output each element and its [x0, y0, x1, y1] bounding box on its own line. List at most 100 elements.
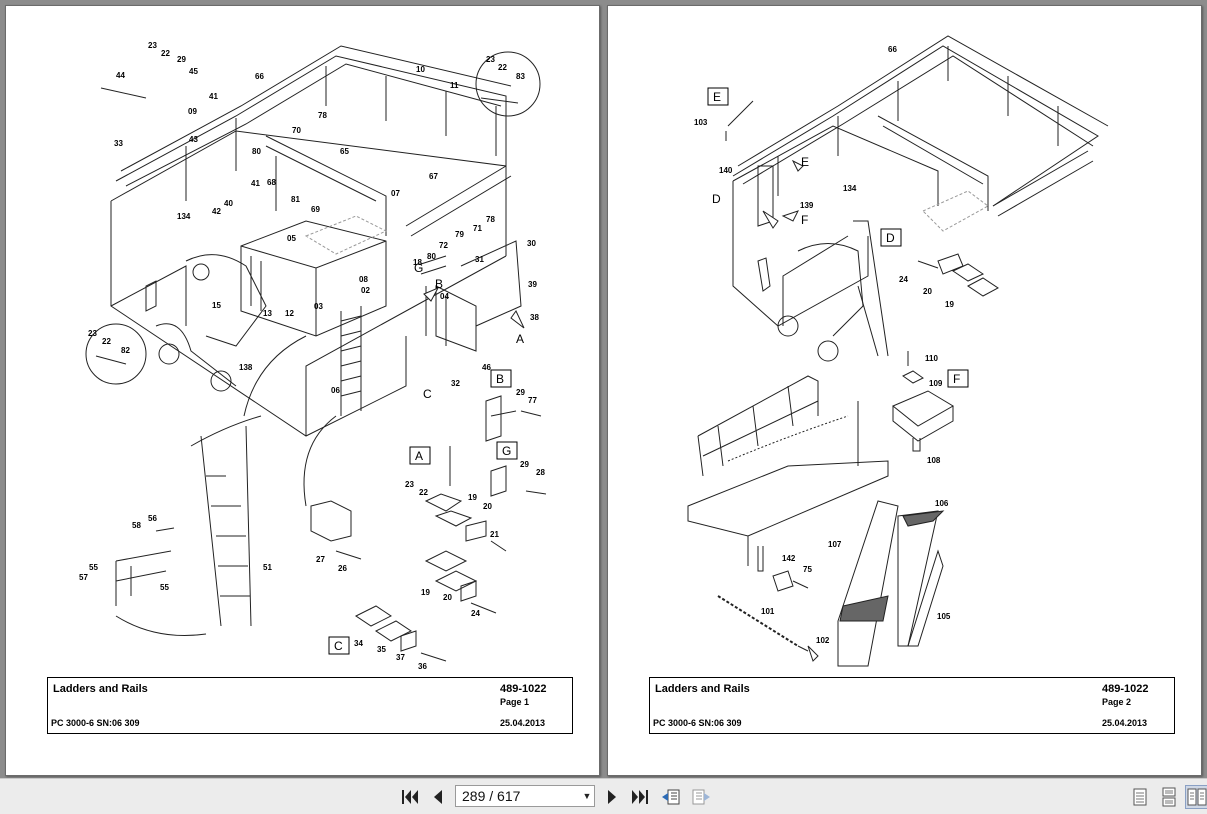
svg-text:23: 23: [405, 480, 414, 489]
svg-text:23: 23: [88, 329, 97, 338]
svg-text:140: 140: [719, 166, 733, 175]
machine-model: PC 3000-6 SN:06 309: [653, 718, 742, 728]
svg-text:42: 42: [212, 207, 221, 216]
svg-text:77: 77: [528, 396, 537, 405]
navigation-toolbar: 289 / 617 ▼: [0, 778, 1207, 814]
svg-text:G: G: [414, 261, 423, 275]
svg-text:A: A: [415, 449, 423, 463]
svg-text:46: 46: [482, 363, 491, 372]
svg-text:15: 15: [212, 301, 221, 310]
next-page-icon: [608, 790, 616, 804]
svg-text:66: 66: [255, 72, 264, 81]
svg-text:13: 13: [263, 309, 272, 318]
svg-text:04: 04: [440, 292, 449, 301]
svg-text:06: 06: [331, 386, 340, 395]
svg-text:08: 08: [359, 275, 368, 284]
exploded-view-drawing: 23 22 29 45 44 09 41 66 70 78 10 11 23 2…: [79, 41, 547, 671]
svg-text:35: 35: [377, 645, 386, 654]
previous-page-button[interactable]: [426, 785, 450, 809]
document-date: 25.04.2013: [1102, 718, 1148, 728]
svg-text:21: 21: [490, 530, 499, 539]
single-page-view-button[interactable]: [1128, 785, 1152, 809]
document-page-2: 66 103 140 139 134 24 20 19 110 109 108 …: [607, 5, 1202, 776]
svg-text:70: 70: [292, 126, 301, 135]
svg-text:18: 18: [413, 258, 422, 267]
svg-text:C: C: [334, 639, 343, 653]
last-page-button[interactable]: [628, 785, 652, 809]
document-number: 489-1022: [1102, 683, 1149, 695]
machine-model: PC 3000-6 SN:06 309: [51, 718, 140, 728]
svg-text:66: 66: [888, 45, 897, 54]
svg-text:19: 19: [421, 588, 430, 597]
go-forward-view-button[interactable]: [689, 785, 713, 809]
svg-text:107: 107: [828, 540, 842, 549]
svg-text:20: 20: [483, 502, 492, 511]
svg-text:68: 68: [267, 178, 276, 187]
svg-text:22: 22: [498, 63, 507, 72]
svg-text:E: E: [801, 155, 809, 169]
svg-text:78: 78: [318, 111, 327, 120]
svg-text:139: 139: [800, 201, 814, 210]
svg-text:103: 103: [694, 118, 708, 127]
title-block: Ladders and Rails 489-1022 Page 1 PC 300…: [47, 677, 573, 734]
svg-text:28: 28: [536, 468, 545, 477]
previous-page-icon: [434, 790, 442, 804]
svg-text:83: 83: [516, 72, 525, 81]
svg-text:B: B: [496, 372, 504, 386]
svg-text:109: 109: [929, 379, 943, 388]
last-page-icon: [632, 790, 648, 804]
svg-text:20: 20: [443, 593, 452, 602]
first-page-button[interactable]: [398, 785, 422, 809]
two-page-icon: [1187, 788, 1207, 806]
svg-text:36: 36: [418, 662, 427, 671]
svg-text:07: 07: [391, 189, 400, 198]
svg-text:41: 41: [209, 92, 218, 101]
svg-text:B: B: [435, 277, 443, 291]
exploded-view-drawing: 66 103 140 139 134 24 20 19 110 109 108 …: [687, 35, 1109, 667]
svg-text:75: 75: [803, 565, 812, 574]
svg-text:82: 82: [121, 346, 130, 355]
svg-text:51: 51: [263, 563, 272, 572]
continuous-page-icon: [1162, 787, 1176, 807]
svg-text:24: 24: [471, 609, 480, 618]
svg-text:45: 45: [189, 67, 198, 76]
svg-text:105: 105: [937, 612, 951, 621]
svg-text:20: 20: [923, 287, 932, 296]
two-page-view-button[interactable]: [1185, 785, 1207, 809]
svg-text:69: 69: [311, 205, 320, 214]
svg-text:79: 79: [455, 230, 464, 239]
svg-text:29: 29: [516, 388, 525, 397]
svg-text:71: 71: [473, 224, 482, 233]
svg-text:24: 24: [899, 275, 908, 284]
next-page-button[interactable]: [600, 785, 624, 809]
page-label: Page 1: [500, 697, 530, 707]
svg-text:E: E: [713, 90, 721, 104]
svg-text:05: 05: [287, 234, 296, 243]
svg-text:23: 23: [148, 41, 157, 50]
parts-drawing-page-2: 66 103 140 139 134 24 20 19 110 109 108 …: [608, 6, 1201, 676]
page-label: Page 2: [1102, 697, 1132, 707]
svg-text:03: 03: [314, 302, 323, 311]
svg-text:78: 78: [486, 215, 495, 224]
svg-text:27: 27: [316, 555, 325, 564]
svg-text:30: 30: [527, 239, 536, 248]
continuous-view-button[interactable]: [1157, 785, 1181, 809]
first-page-icon: [402, 790, 418, 804]
go-back-view-button[interactable]: [659, 785, 683, 809]
svg-text:134: 134: [177, 212, 191, 221]
svg-text:65: 65: [340, 147, 349, 156]
document-number: 489-1022: [500, 683, 547, 695]
single-page-icon: [1133, 788, 1147, 806]
next-view-icon: [692, 789, 710, 805]
svg-text:23: 23: [486, 55, 495, 64]
svg-text:02: 02: [361, 286, 370, 295]
page-number-dropdown[interactable]: 289 / 617 ▼: [455, 785, 595, 807]
svg-text:10: 10: [416, 65, 425, 74]
svg-text:D: D: [712, 192, 721, 206]
svg-text:29: 29: [520, 460, 529, 469]
svg-text:41: 41: [251, 179, 260, 188]
svg-text:67: 67: [429, 172, 438, 181]
svg-text:22: 22: [419, 488, 428, 497]
svg-text:108: 108: [927, 456, 941, 465]
parts-drawing-page-1: 23 22 29 45 44 09 41 66 70 78 10 11 23 2…: [6, 6, 599, 676]
